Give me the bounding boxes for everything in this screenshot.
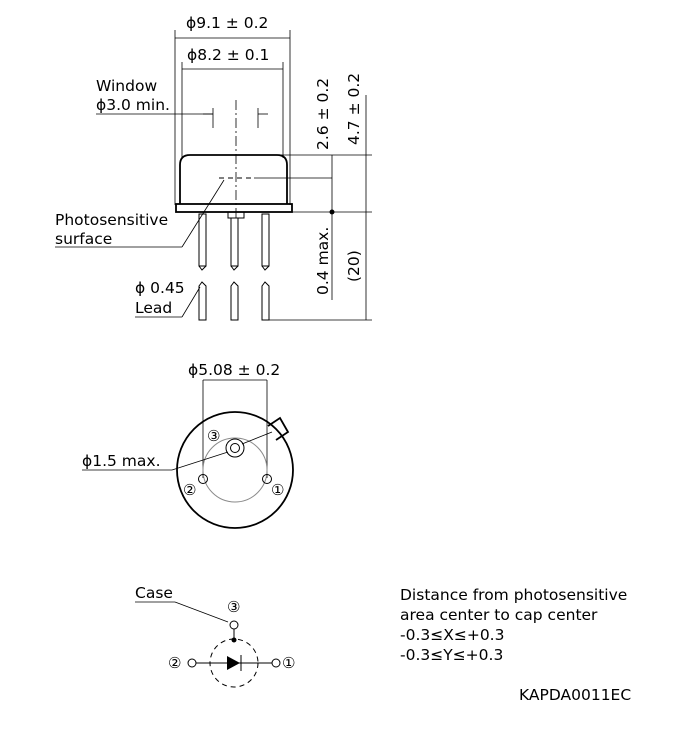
note-line3: -0.3≤X≤+0.3 bbox=[400, 626, 504, 644]
center-diameter-label: ϕ1.5 max. bbox=[82, 452, 161, 470]
note-line2: area center to cap center bbox=[400, 606, 598, 624]
bottom-view: ϕ5.08 ± 0.2 ③ ② ① ϕ1.5 max. bbox=[82, 361, 294, 529]
pin-schematic: Case ③ ② ① bbox=[135, 584, 295, 688]
note-line1: Distance from photosensitive bbox=[400, 586, 627, 604]
base-gap-label: 0.4 max. bbox=[314, 227, 332, 295]
pin2-label-schematic: ② bbox=[168, 654, 181, 672]
lead-label: Lead bbox=[135, 299, 172, 317]
photosensitive-label-line2: surface bbox=[55, 230, 112, 248]
total-height-label: 4.7 ± 0.2 bbox=[345, 73, 363, 145]
lead-length-label: (20) bbox=[345, 250, 363, 282]
case-label: Case bbox=[135, 584, 173, 602]
lead-diameter-label: ϕ 0.45 bbox=[135, 279, 185, 297]
side-view: ϕ9.1 ± 0.2 ϕ8.2 ± 0.1 Window ϕ3.0 min. bbox=[55, 14, 372, 321]
pin3-label-bottom: ③ bbox=[207, 427, 220, 445]
window-diameter-label: ϕ3.0 min. bbox=[96, 96, 170, 114]
drawing-code: KAPDA0011EC bbox=[519, 686, 631, 704]
pin3-label-schematic: ③ bbox=[227, 598, 240, 616]
window-height-label: 2.6 ± 0.2 bbox=[314, 78, 332, 150]
pin2-label-bottom: ② bbox=[183, 481, 196, 499]
photosensitive-label-line1: Photosensitive bbox=[55, 211, 168, 229]
note-line4: -0.3≤Y≤+0.3 bbox=[400, 646, 503, 664]
notes: Distance from photosensitive area center… bbox=[400, 586, 631, 704]
cap-diameter-label: ϕ8.2 ± 0.1 bbox=[187, 46, 269, 64]
pin1-label-bottom: ① bbox=[271, 481, 284, 499]
pin1-label-schematic: ① bbox=[282, 654, 295, 672]
pin-circle-diameter-label: ϕ5.08 ± 0.2 bbox=[188, 361, 280, 379]
window-label: Window bbox=[96, 77, 157, 95]
outer-diameter-label: ϕ9.1 ± 0.2 bbox=[186, 14, 268, 32]
